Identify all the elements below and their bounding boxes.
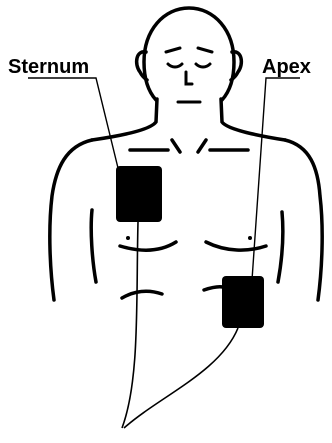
left-eye	[168, 64, 182, 67]
left-abdomen-line	[122, 291, 162, 298]
sternum-label: Sternum	[8, 57, 89, 77]
left-torso-side	[91, 210, 96, 282]
sternum-pad-cable	[122, 222, 138, 428]
left-pectoral-line	[120, 242, 176, 250]
apex-pad	[222, 276, 264, 328]
right-torso-side	[278, 212, 283, 282]
right-eyebrow	[198, 48, 212, 52]
neck-notch-left	[172, 140, 180, 152]
sternum-pad	[116, 166, 162, 222]
right-arm-outline	[285, 140, 322, 300]
apex-pad-cable	[124, 328, 238, 428]
left-eyebrow	[166, 48, 180, 52]
left-nipple	[126, 236, 130, 240]
apex-label: Apex	[262, 57, 311, 77]
right-pectoral-line	[206, 242, 266, 250]
neck-left	[92, 99, 157, 140]
right-eye	[196, 64, 210, 67]
right-nipple	[248, 236, 252, 240]
head-outline	[144, 8, 234, 100]
neck-right	[221, 99, 285, 140]
sternum-leader-line	[28, 78, 118, 168]
nose	[186, 72, 192, 84]
neck-notch-right	[198, 140, 206, 152]
left-arm-outline	[50, 140, 92, 300]
